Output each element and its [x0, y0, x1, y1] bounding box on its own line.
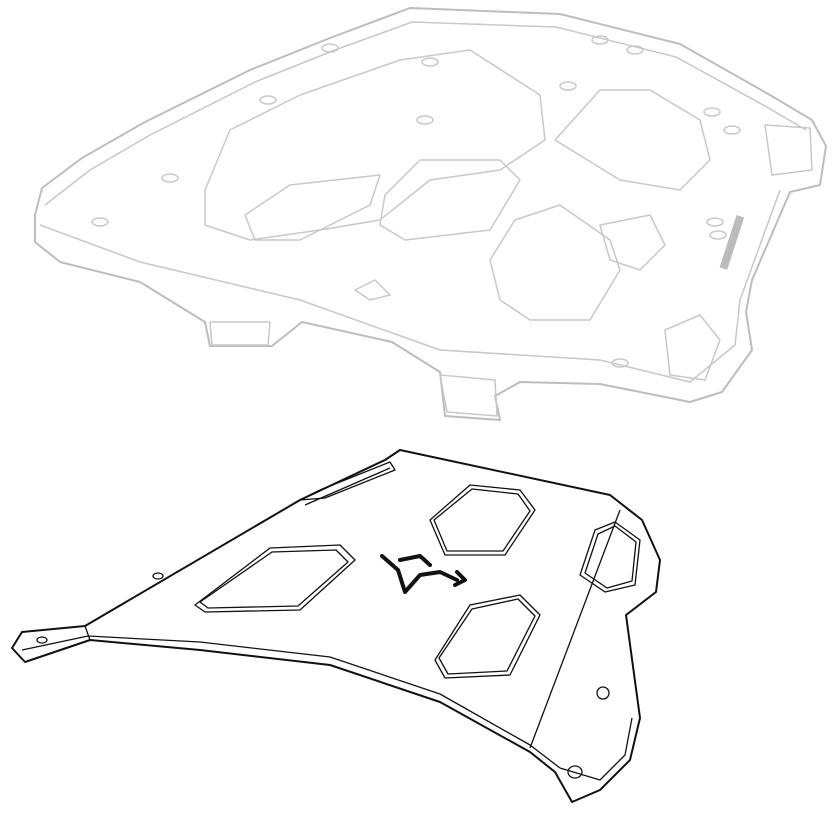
plate-hole	[152, 572, 164, 580]
plate-hole	[596, 686, 610, 700]
adapter-plate	[11, 449, 661, 803]
plate-hole	[567, 765, 583, 779]
brand-logo-icon	[380, 554, 467, 594]
mounting-holes	[91, 35, 741, 368]
rack-logo-mark	[719, 215, 745, 270]
plate-hole	[36, 636, 48, 644]
top-case-rack	[34, 7, 827, 421]
